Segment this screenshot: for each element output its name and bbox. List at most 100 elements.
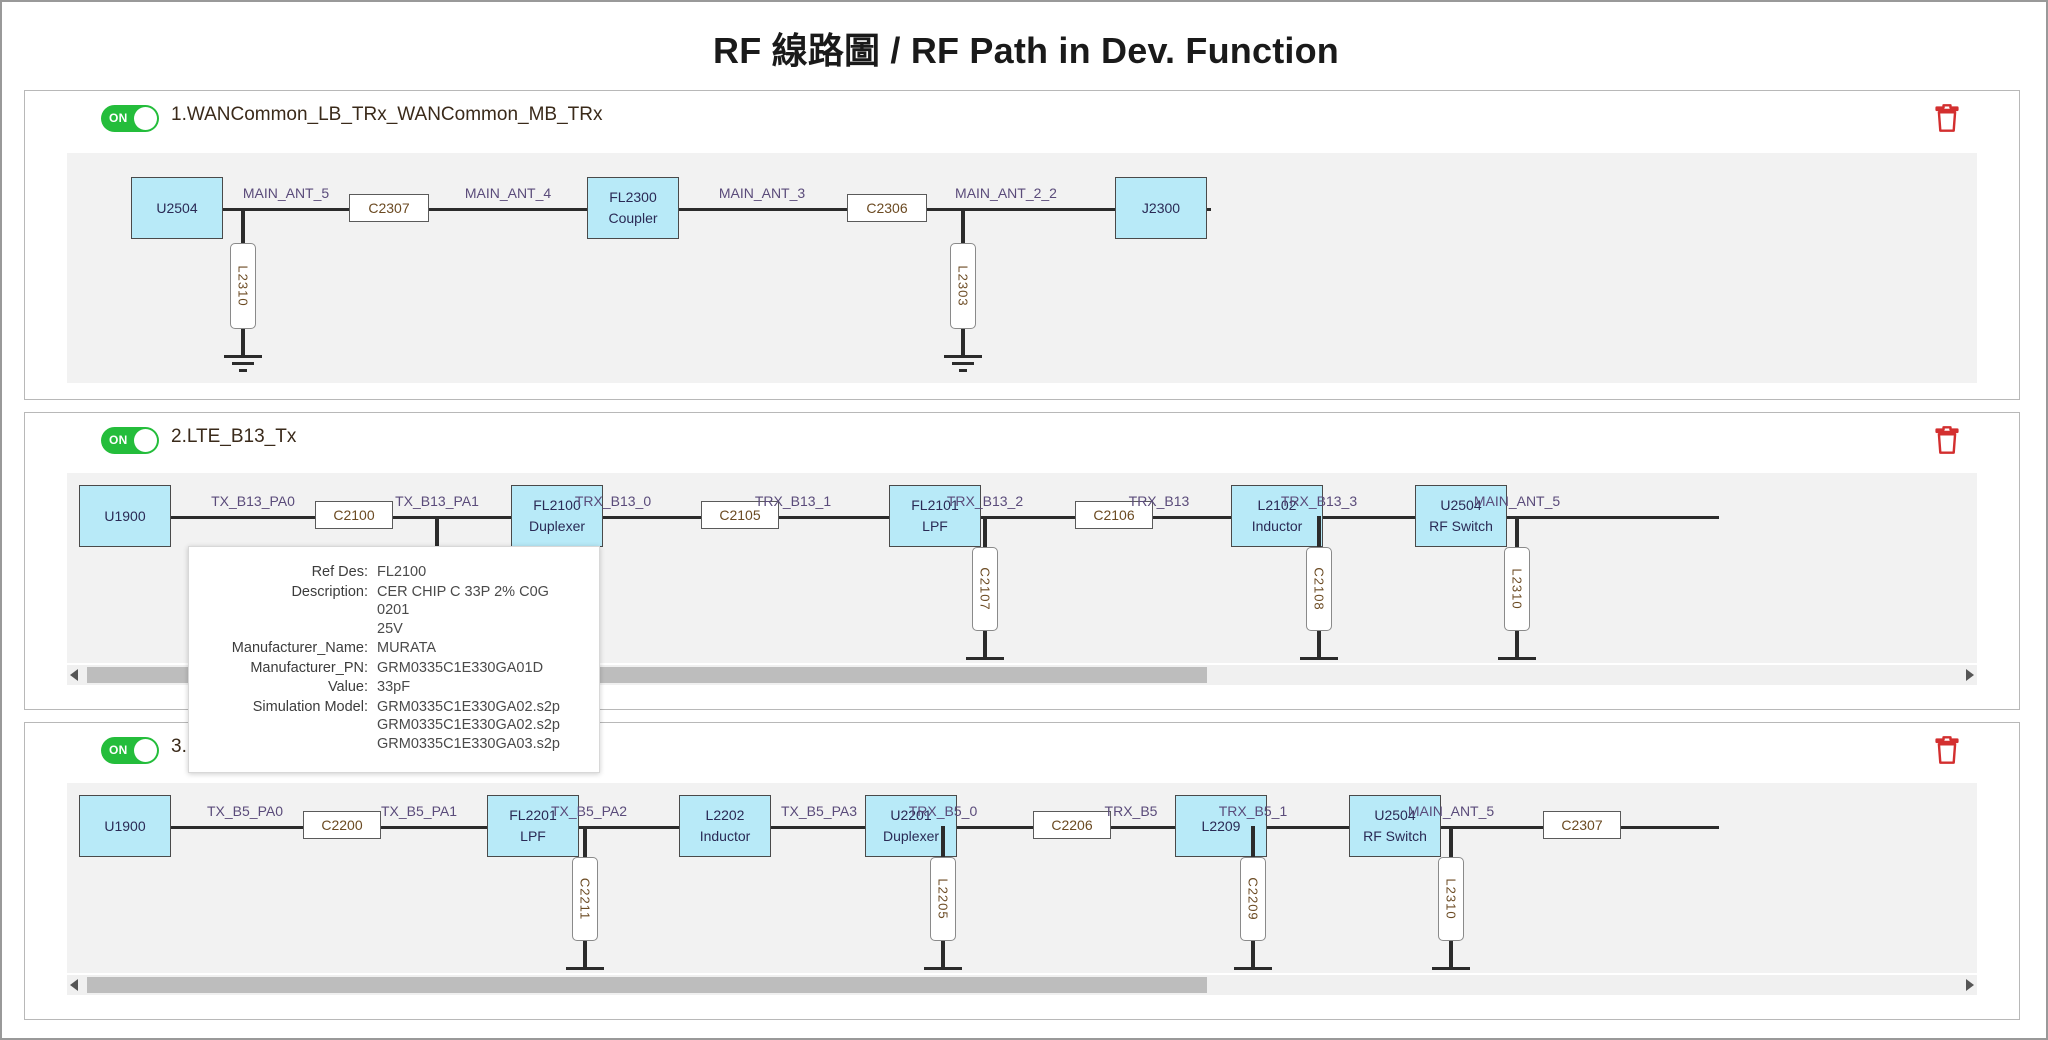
series-component[interactable]: C2307 [1543,811,1621,839]
tooltip-value-line: GRM0335C1E330GA02.s2p [377,698,560,715]
component-label-primary: U2504 [1374,807,1416,823]
net-label: MAIN_ANT_5 [242,185,330,201]
tooltip-row: Value:33pF [197,678,581,697]
tooltip-key: Simulation Model: [252,698,368,715]
toggle-knob [134,739,157,762]
trash-icon[interactable] [1933,735,1963,767]
tooltip-value: GRM0335C1E330GA01D [377,659,543,678]
shunt-wire-lower [241,329,245,355]
tooltip-key: Manufacturer_Name: [231,640,368,657]
tooltip-key: Ref Des: [311,564,368,580]
component-label-primary: FL2100 [533,497,581,513]
net-label: TX_B5_PA2 [550,803,628,819]
tooltip-value: FL2100 [377,563,426,582]
component-label-primary: L2209 [1201,817,1241,834]
tooltip-value: MURATA [377,639,436,658]
component-label-secondary: RF Switch [1363,828,1427,844]
tooltip-value-line: FL2100 [377,564,427,580]
series-component[interactable]: C2206 [1033,811,1111,839]
net-label: TRX_B13_3 [1280,493,1358,509]
power-toggle[interactable]: ON [101,737,159,764]
scroll-right-arrow-icon[interactable] [1966,979,1974,991]
series-component[interactable]: C2307 [349,194,429,222]
scroll-left-arrow-icon[interactable] [70,669,78,681]
shunt-wire-lower [961,329,965,355]
shunt-component[interactable]: C2107 [972,547,998,631]
shunt-component[interactable]: L2310 [1438,857,1464,941]
shunt-component[interactable]: L2303 [950,243,976,329]
page-title: RF 線路圖 / RF Path in Dev. Function [713,30,1339,71]
series-component[interactable]: C2105 [701,501,779,529]
net-label: MAIN_ANT_5 [1407,803,1495,819]
net-label: MAIN_ANT_4 [464,185,552,201]
shunt-component[interactable]: C2211 [572,857,598,941]
panel-title: 1.WANCommon_LB_TRx_WANCommon_MB_TRx [171,104,603,125]
component-block[interactable]: U2504 RF Switch [1349,795,1441,857]
shunt-wire-lower [983,631,987,657]
scroll-left-arrow-icon[interactable] [70,979,78,991]
component-label-secondary: RF Switch [1429,518,1493,534]
shunt-wire-lower [1449,941,1453,967]
shunt-wire [583,826,587,857]
shunt-wire-lower [1251,941,1255,967]
shunt-component[interactable]: L2205 [930,857,956,941]
horizontal-scrollbar[interactable] [67,975,1977,995]
component-label-primary: U2504 [156,199,198,216]
shunt-label: C2209 [1245,877,1261,921]
panel-title: 2.LTE_B13_Tx [171,426,297,447]
component-label-secondary: Duplexer [528,518,586,534]
series-component[interactable]: C2306 [847,194,927,222]
shunt-wire-lower [1317,631,1321,657]
tooltip-row: Manufacturer_Name: MURATA [197,639,581,658]
component-block[interactable]: U1900 [79,485,171,547]
shunt-component[interactable]: L2310 [230,243,256,329]
shunt-component[interactable]: C2209 [1240,857,1266,941]
shunt-wire [1251,826,1255,857]
shunt-label: L2310 [1443,878,1459,920]
trash-icon[interactable] [1933,103,1963,135]
net-label: TX_B5_PA1 [380,803,458,819]
shunt-component[interactable]: C2108 [1306,547,1332,631]
series-component[interactable]: C2100 [315,501,393,529]
shunt-component[interactable]: L2310 [1504,547,1530,631]
power-toggle[interactable]: ON [101,427,159,454]
component-label-primary: FL2201 [509,807,557,823]
net-label: TRX_B5 [1104,803,1158,819]
scroll-right-arrow-icon[interactable] [1966,669,1974,681]
power-toggle[interactable]: ON [101,105,159,132]
component-label-primary: FL2101 [911,497,959,513]
trash-icon[interactable] [1933,425,1963,457]
toggle-on-label: ON [109,743,128,757]
shunt-label: C2211 [577,877,593,921]
tooltip-value-line: CER CHIP C 33P 2% C0G 0201 [377,583,549,619]
tooltip-value: 33pF [377,678,410,697]
tooltip-value-line: 33pF [377,679,411,696]
panel-header: ON 2.LTE_B13_Tx [25,413,2019,469]
component-block[interactable]: U1900 [79,795,171,857]
net-label: TRX_B5_0 [908,803,978,819]
series-component[interactable]: C2200 [303,811,381,839]
component-block[interactable]: J2300 [1115,177,1207,239]
net-label: TX_B5_PA0 [206,803,284,819]
shunt-wire [1317,516,1321,547]
shunt-wire [241,208,245,243]
shunt-label: C2107 [977,567,993,611]
component-block[interactable]: U2504 [131,177,223,239]
scrollbar-thumb[interactable] [87,977,1207,993]
net-label: MAIN_ANT_2_2 [955,185,1057,201]
series-component[interactable]: C2106 [1075,501,1153,529]
shunt-wire [435,516,439,547]
tooltip-key: Description: [291,583,368,600]
shunt-wire [1515,516,1519,547]
